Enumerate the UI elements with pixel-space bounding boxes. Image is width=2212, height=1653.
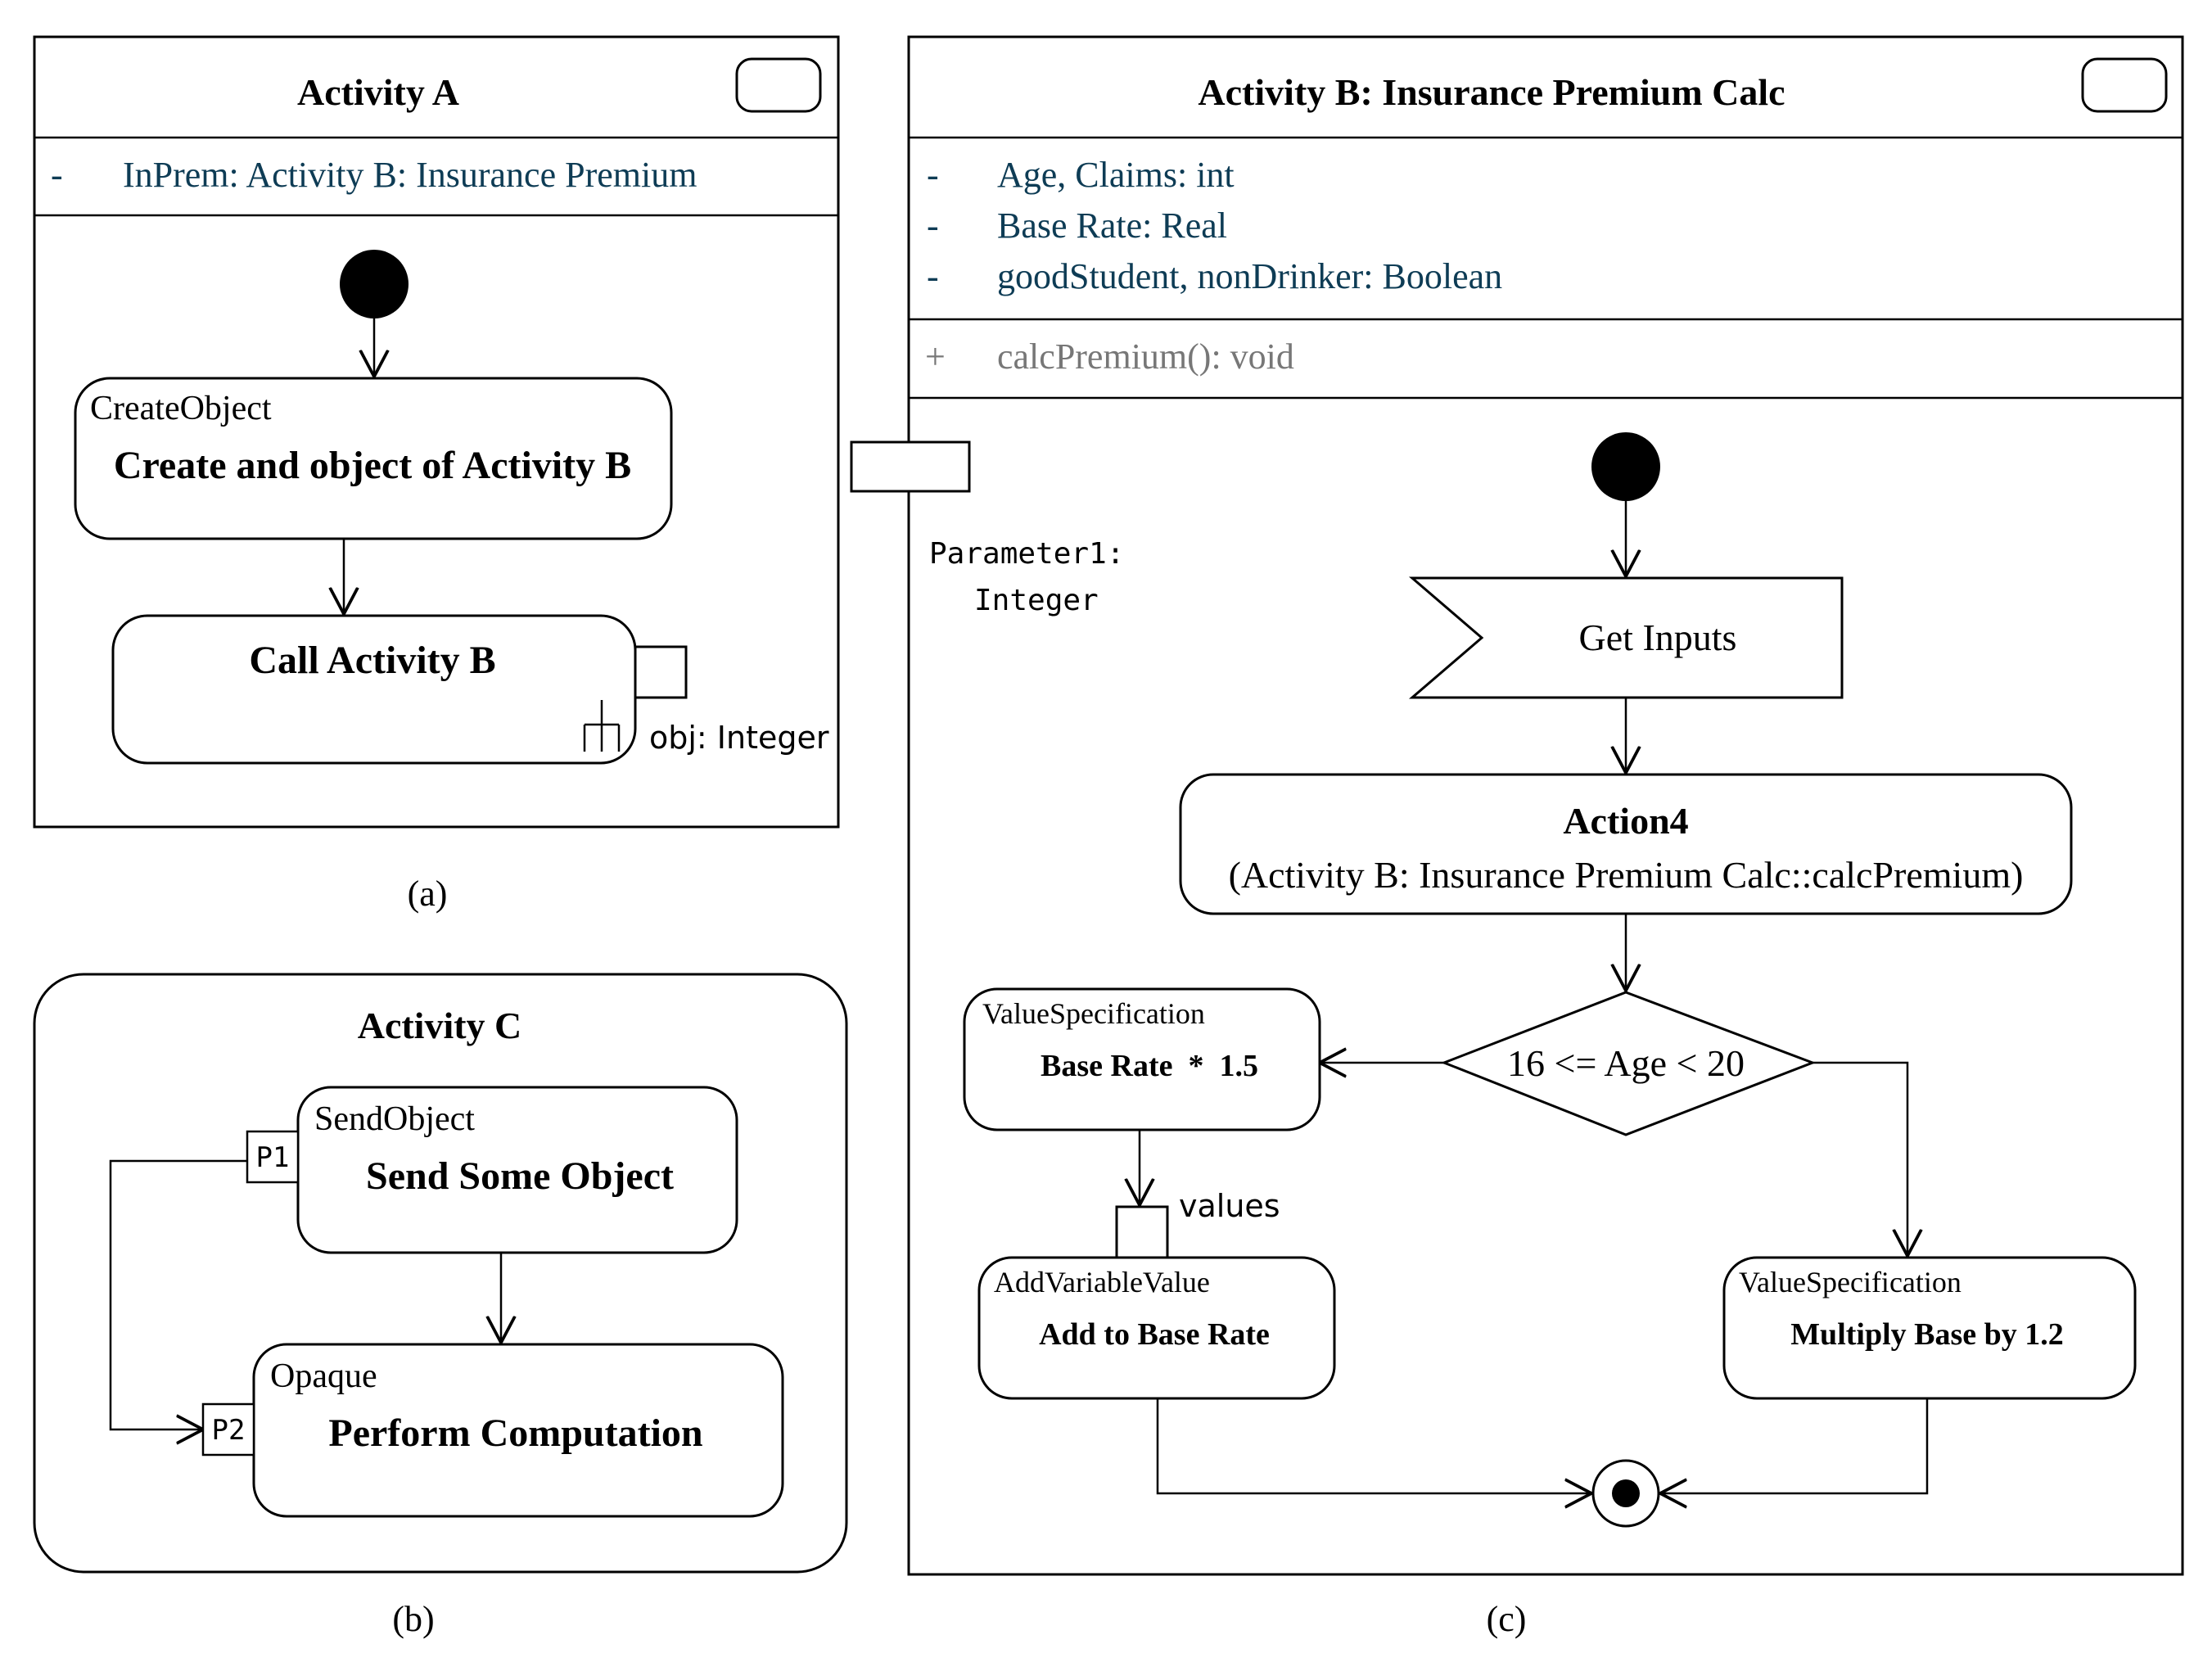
attr-base-rate: Base Rate: Real [997, 205, 1227, 246]
send-object-keyword: SendObject [314, 1100, 475, 1138]
output-pin-obj [634, 645, 688, 699]
operation-marker: + [925, 336, 946, 377]
attr-marker-1: - [927, 155, 939, 195]
initial-node-a [340, 250, 409, 318]
value-spec-2-label: Multiply Base by 1.2 [1790, 1317, 2064, 1352]
attr-marker-2: - [927, 205, 939, 246]
activity-c-title: Activity C [358, 1005, 522, 1046]
add-variable-keyword: AddVariableValue [994, 1266, 1210, 1298]
pin-p1-label: P1 [256, 1141, 290, 1174]
attr-age-claims: Age, Claims: int [997, 155, 1235, 195]
send-object-label: Send Some Object [366, 1154, 674, 1198]
value-spec-2-keyword: ValueSpecification [1739, 1266, 1961, 1298]
attr-booleans: goodStudent, nonDrinker: Boolean [997, 256, 1502, 296]
value-spec-1-label: Base Rate * 1.5 [1041, 1049, 1258, 1083]
pin-obj-label: obj: Integer [649, 720, 829, 756]
activity-a-icon [735, 57, 822, 113]
initial-node-b [1591, 432, 1660, 501]
parameter-label-1: Parameter1: [929, 537, 1124, 571]
activity-b-icon [2081, 57, 2168, 113]
pin-p2-label: P2 [212, 1414, 246, 1447]
attr-marker-3: - [927, 256, 939, 296]
pin-p1 [246, 1130, 300, 1184]
activity-a-attribute: InPrem: Activity B: Insurance Premium [123, 155, 697, 195]
operation-calc-premium: calcPremium(): void [997, 336, 1294, 377]
get-inputs-accept-event [1408, 576, 1844, 699]
activity-a-title: Activity A [297, 71, 459, 113]
opaque-label: Perform Computation [328, 1411, 702, 1455]
rake-icon [583, 700, 621, 752]
add-variable-label: Add to Base Rate [1039, 1317, 1270, 1352]
call-activity-b-action [111, 614, 637, 765]
values-pin [1115, 1205, 1169, 1259]
create-object-label: Create and object of Activity B [114, 444, 631, 487]
get-inputs-label: Get Inputs [1579, 616, 1737, 658]
action4-subtitle: (Activity B: Insurance Premium Calc::cal… [1229, 854, 2024, 896]
caption-b: (b) [392, 1599, 434, 1639]
value-spec-1-keyword: ValueSpecification [982, 997, 1205, 1030]
value-spec-base-rate [963, 987, 1321, 1131]
decision-label: 16 <= Age < 20 [1507, 1042, 1745, 1084]
action4-title: Action4 [1563, 800, 1688, 842]
activity-b: Activity B: Insurance Premium Calc - Age… [850, 35, 2184, 1576]
caption-a: (a) [408, 874, 448, 914]
activity-c: Activity C SendObject Send Some Object P… [33, 973, 848, 1574]
caption-c: (c) [1487, 1599, 1527, 1639]
call-activity-b-label: Call Activity B [249, 639, 495, 682]
parameter-label-2: Integer [974, 584, 1099, 617]
decision-node [1440, 991, 1817, 1136]
activity-a-attr-marker: - [51, 155, 63, 195]
activity-b-title: Activity B: Insurance Premium Calc [1198, 71, 1785, 113]
create-object-keyword: CreateObject [90, 390, 272, 427]
create-object-action [74, 377, 673, 540]
values-pin-label: values [1179, 1188, 1280, 1224]
activity-a: Activity A - InPrem: Activity B: Insuran… [33, 35, 840, 829]
activity-final-node [1591, 1459, 1660, 1528]
value-spec-multiply [1722, 1256, 2137, 1400]
pin-p2 [201, 1402, 255, 1457]
opaque-keyword: Opaque [270, 1357, 377, 1395]
parameter-node [850, 440, 971, 493]
